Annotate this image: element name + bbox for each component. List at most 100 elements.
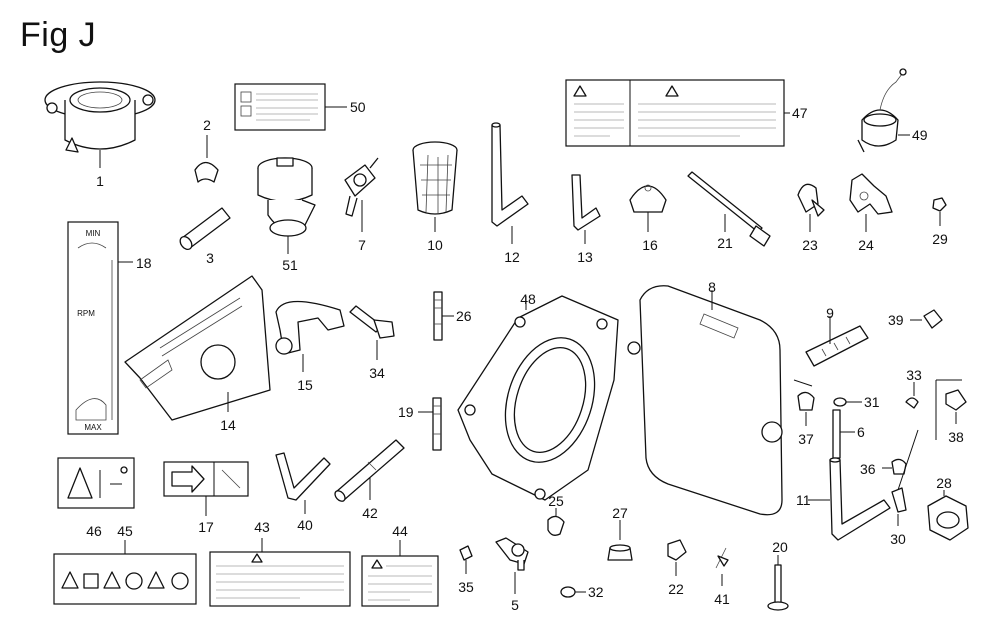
part-42-long-hose — [334, 439, 405, 502]
part-47-warning-label — [565, 79, 790, 147]
part-35-fitting — [459, 545, 473, 574]
callout-19: 19 — [398, 404, 414, 420]
tach-min-label: MIN — [86, 229, 101, 238]
part-27-grommet — [607, 520, 633, 561]
part-17-arrow-label — [163, 461, 249, 516]
callout-25: 25 — [548, 493, 564, 509]
callout-13: 13 — [577, 249, 593, 265]
part-21-long-bolt — [687, 171, 771, 247]
callout-17: 17 — [198, 519, 214, 535]
part-3-tube — [179, 207, 231, 250]
part-12-fuel-tube — [491, 122, 529, 244]
part-15-t-handle — [275, 300, 345, 372]
callout-22: 22 — [668, 581, 684, 597]
part-31-washer — [833, 397, 862, 407]
callout-7: 7 — [358, 237, 366, 253]
part-46-pictogram-label — [57, 457, 135, 509]
callout-49: 49 — [912, 127, 928, 143]
part-25-seal — [547, 508, 565, 536]
callout-9: 9 — [826, 305, 834, 321]
part-29-nut — [932, 197, 947, 226]
figure-title: Fig J — [20, 16, 97, 54]
part-36-clamp — [882, 458, 907, 475]
part-20-bolt — [767, 555, 789, 611]
callout-23: 23 — [802, 237, 818, 253]
part-24-holder — [849, 173, 893, 232]
part-32-washer — [560, 586, 586, 598]
part-49-sensor — [857, 68, 910, 153]
callout-8: 8 — [708, 279, 716, 295]
part-38-fitting — [935, 379, 967, 440]
part-39-bushing — [910, 309, 943, 329]
callout-36: 36 — [860, 461, 876, 477]
callout-29: 29 — [932, 231, 948, 247]
callout-5: 5 — [511, 597, 519, 613]
part-8-fuel-tank — [627, 285, 783, 516]
part-7-fuel-valve — [344, 157, 379, 232]
part-51-fuel-cap — [257, 157, 316, 254]
part-18-tachometer-label — [67, 221, 133, 435]
callout-11: 11 — [796, 492, 811, 508]
part-23-clamp — [797, 183, 825, 232]
part-40-elbow-hose — [275, 452, 331, 514]
part-19-stud — [418, 397, 442, 451]
part-6-small-tube — [832, 409, 855, 459]
callout-27: 27 — [612, 505, 628, 521]
part-11-hose — [808, 457, 891, 541]
callout-15: 15 — [297, 377, 313, 393]
callout-31: 31 — [864, 394, 880, 410]
callout-6: 6 — [857, 424, 865, 440]
part-34-bolt — [349, 305, 395, 360]
callout-34: 34 — [369, 365, 385, 381]
callout-12: 12 — [504, 249, 520, 265]
callout-24: 24 — [858, 237, 874, 253]
callout-51: 51 — [282, 257, 298, 273]
callout-1: 1 — [96, 173, 104, 189]
callout-38: 38 — [948, 429, 964, 445]
callout-30: 30 — [890, 531, 906, 547]
callout-21: 21 — [717, 235, 733, 251]
callout-16: 16 — [642, 237, 658, 253]
part-2-clip — [194, 135, 219, 183]
callout-46: 46 — [86, 523, 102, 539]
part-10-filter-basket — [412, 141, 458, 232]
callout-33: 33 — [906, 367, 922, 383]
part-28-filler-neck — [927, 490, 969, 541]
callout-41: 41 — [714, 591, 730, 607]
callout-42: 42 — [362, 505, 378, 521]
part-43-text-label — [209, 538, 351, 607]
part-1-strainer-housing — [44, 81, 156, 168]
part-13-elbow-tube — [571, 174, 601, 244]
callout-3: 3 — [206, 250, 214, 266]
callout-26: 26 — [456, 308, 472, 324]
callout-45: 45 — [117, 523, 133, 539]
callout-50: 50 — [350, 99, 366, 115]
tach-rpm-label: RPM — [77, 309, 95, 318]
callout-2: 2 — [203, 117, 211, 133]
tach-max-label: MAX — [84, 423, 102, 432]
part-41-connector — [715, 547, 729, 586]
part-37-clamp — [793, 379, 815, 426]
callout-28: 28 — [936, 475, 952, 491]
part-9-fuel-gauge — [805, 316, 869, 367]
callout-40: 40 — [297, 517, 313, 533]
callout-44: 44 — [392, 523, 408, 539]
callout-37: 37 — [798, 431, 814, 447]
part-50-caution-label — [234, 83, 347, 131]
callout-43: 43 — [254, 519, 270, 535]
part-33-clip — [905, 382, 919, 409]
part-5-fuel-joint — [495, 537, 529, 594]
callout-10: 10 — [427, 237, 443, 253]
part-22-fitting — [667, 539, 687, 576]
callout-48: 48 — [520, 291, 536, 307]
part-26-stud — [433, 291, 454, 341]
callout-35: 35 — [458, 579, 474, 595]
callout-32: 32 — [588, 584, 604, 600]
callout-14: 14 — [220, 417, 236, 433]
part-48-flange — [457, 295, 619, 501]
callout-18: 18 — [136, 255, 152, 271]
callout-39: 39 — [888, 312, 904, 328]
part-30-angled-hose — [891, 429, 919, 526]
part-44-text-label — [361, 540, 439, 607]
